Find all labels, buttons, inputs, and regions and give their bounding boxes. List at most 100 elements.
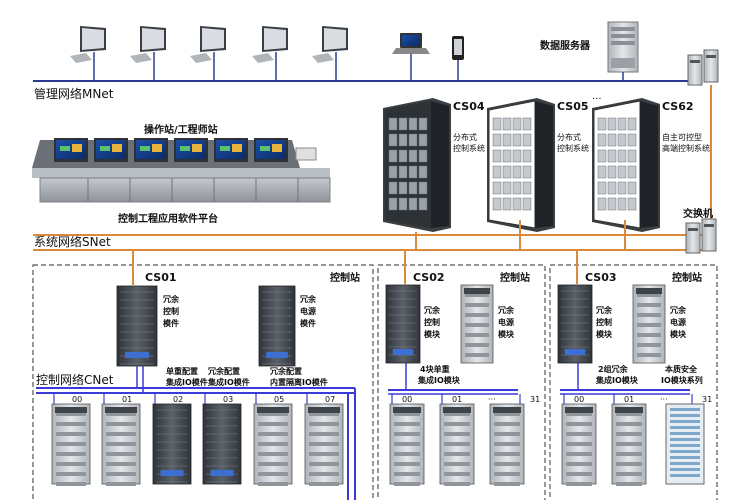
io-module [253, 403, 293, 486]
module-label-line1: 冗余 [497, 305, 515, 315]
module-label-line2: 电源 [300, 306, 316, 316]
io-slot-ellipsis: ··· [660, 395, 668, 404]
module-label-line3: 模件 [300, 318, 316, 328]
cabinet-id-cs05: CS05 [557, 100, 589, 113]
workstation-monitor-icon [190, 26, 226, 81]
module-label-line3: 模块 [596, 329, 613, 339]
module-label-line1: 冗余 [595, 305, 613, 315]
io-label-line2: 内置隔离IO模件 [270, 377, 328, 387]
io-module [611, 403, 647, 486]
cabinet-cs04 [383, 98, 451, 232]
io-module [202, 403, 242, 485]
station-frame [549, 264, 718, 500]
module-label-line1: 冗余 [669, 305, 687, 315]
io-module [489, 403, 525, 486]
station-frame [32, 264, 374, 500]
laptop-icon [392, 33, 430, 81]
workstation-monitor-icon [70, 26, 106, 81]
snet-label: 系统网络SNet [34, 234, 111, 249]
operator-station-label: 操作站/工程师站 [144, 123, 218, 136]
module-label-line2: 控制 [424, 317, 440, 327]
module-label-line3: 模件 [163, 318, 179, 328]
io-label-line2: 集成IO模件 [165, 377, 208, 387]
io-slot-number: 00 [72, 395, 82, 404]
io-label-line1: 冗余配置 [207, 366, 240, 376]
io-module [439, 403, 475, 486]
io-slot-number: 07 [325, 395, 335, 404]
switch-label: 交换机 [683, 207, 713, 220]
station-title: 控制站 [500, 271, 530, 284]
io-label-line2: IO模块系列 [661, 375, 703, 385]
io-label-line2: 集成IO模块 [417, 375, 461, 385]
io-label-line1: 本质安全 [664, 364, 698, 374]
io-slot-number: 00 [574, 395, 584, 404]
io-module [304, 403, 344, 486]
module-label-line2: 控制 [163, 306, 179, 316]
data-server-icon [607, 21, 639, 81]
redundant-controller-module [116, 285, 158, 367]
module-label-line2: 电源 [498, 317, 514, 327]
cabinet-desc-line1: 分布式 [557, 132, 581, 142]
io-label-line1: 2组冗余 [598, 364, 629, 374]
cabinet-desc-line1: 自主可控型 [662, 132, 702, 142]
io-label-line1: 冗余配置 [269, 366, 302, 376]
mnet-label: 管理网络MNet [34, 86, 114, 101]
station-frame [377, 264, 546, 500]
io-label-line1: 单重配置 [166, 366, 198, 376]
module-label-line3: 模块 [424, 329, 441, 339]
io-slot-number: 05 [274, 395, 284, 404]
io-module [561, 403, 597, 486]
io-label-line1: 4块单重 [420, 364, 450, 374]
module-label-line2: 电源 [670, 317, 686, 327]
io-label-line2: 集成IO模件 [207, 377, 250, 387]
top-switch-icon [687, 49, 719, 86]
io-slot-number: 03 [223, 395, 233, 404]
operator-console-icon [32, 138, 331, 203]
module-label-line3: 模块 [670, 329, 687, 339]
module-label-line3: 模块 [498, 329, 515, 339]
io-slot-number: 00 [402, 395, 412, 404]
cabinet-desc-line1: 分布式 [453, 132, 477, 142]
io-slot-number: 01 [452, 395, 462, 404]
mobile-device-icon [452, 36, 464, 81]
io-module [51, 403, 91, 486]
cabinet-id-cs62: CS62 [662, 100, 694, 113]
io-slot-number: 31 [530, 395, 540, 404]
software-platform-label: 控制工程应用软件平台 [118, 212, 218, 225]
intrinsic-safety-io-module [665, 403, 705, 485]
workstation-monitor-icon [130, 26, 166, 81]
module-label-line1: 冗余 [162, 294, 180, 304]
snet-switch-icon [685, 218, 717, 254]
cabinet-ellipsis: ··· [592, 94, 602, 105]
io-slot-number: 01 [624, 395, 634, 404]
workstation-monitor-icon [252, 26, 288, 81]
data-server-label: 数据服务器 [540, 39, 591, 52]
cabinet-desc-line2: 高端控制系统 [662, 143, 710, 153]
io-module [152, 403, 192, 485]
station-title: 控制站 [672, 271, 702, 284]
cabinet-id-cs04: CS04 [453, 100, 485, 113]
io-label-line2: 集成IO模块 [595, 375, 639, 385]
redundant-power-module [460, 284, 494, 364]
redundant-controller-module [385, 284, 421, 364]
station-id: CS02 [413, 271, 445, 284]
io-slot-ellipsis: ··· [488, 395, 496, 404]
io-slot-number: 31 [702, 395, 712, 404]
redundant-power-module [258, 285, 296, 367]
station-title: 控制站 [330, 271, 360, 284]
workstation-monitor-icon [312, 26, 348, 81]
module-label-line1: 冗余 [423, 305, 441, 315]
workstation-monitor-icons [70, 26, 348, 81]
cabinet-cs62 [592, 98, 660, 232]
io-slot-number: 01 [122, 395, 132, 404]
cabinet-desc-line2: 控制系统 [557, 143, 589, 153]
io-module [101, 403, 141, 486]
module-label-line2: 控制 [596, 317, 612, 327]
